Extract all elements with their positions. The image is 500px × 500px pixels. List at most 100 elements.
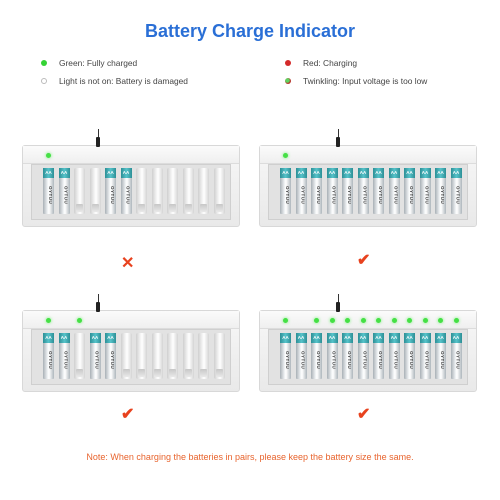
- battery-size-label: AA: [373, 333, 384, 343]
- cross-icon: ✕: [121, 255, 135, 272]
- battery: AA OYTUU: [450, 333, 462, 379]
- green-led-icon: [345, 318, 350, 323]
- page-title: Battery Charge Indicator: [144, 21, 356, 41]
- green-led-icon: [391, 318, 397, 323]
- empty-slot: [136, 168, 147, 214]
- battery: AA OYTUU: [419, 168, 431, 214]
- empty-slot: [182, 333, 194, 379]
- green-led-icon: [407, 318, 412, 323]
- battery-size-label: AA: [280, 168, 291, 178]
- battery: AA OYTUU: [280, 168, 291, 214]
- battery-size-label: AA: [120, 168, 132, 178]
- checkmark-icon: ✔: [357, 406, 371, 423]
- green-led-icon: [46, 153, 51, 158]
- battery-size-label: AA: [342, 333, 353, 343]
- charger-top-panel: [260, 311, 476, 329]
- battery-size-label: AA: [58, 333, 70, 343]
- empty-slot: [198, 333, 209, 379]
- battery-brand-label: OYTUU: [455, 350, 461, 370]
- green-dot-icon: [41, 60, 47, 66]
- battery-brand-label: OYTUU: [424, 185, 430, 205]
- empty-slot: [198, 168, 209, 214]
- battery-size-label: AA: [388, 333, 400, 343]
- battery-brand-label: OYTUU: [48, 350, 53, 370]
- battery: AA OYTUU: [43, 333, 54, 379]
- battery-size-label: AA: [435, 168, 446, 178]
- battery-brand-label: OYTUU: [110, 185, 115, 205]
- battery-brand-label: OYTUU: [300, 185, 306, 205]
- cable-wire: [337, 129, 339, 137]
- empty-slot: [213, 333, 225, 379]
- battery: AA OYTUU: [58, 333, 70, 379]
- legend-label: Light is not on: Battery is damaged: [59, 76, 188, 86]
- battery: AA OYTUU: [89, 333, 101, 379]
- green-led-icon: [283, 153, 288, 158]
- legend-item-twinkling: Twinkling: Input voltage is too low: [285, 76, 427, 86]
- charger-top-panel: [260, 146, 476, 164]
- battery-size-label: AA: [311, 333, 322, 343]
- empty-slot: [213, 168, 225, 214]
- green-led-icon: [77, 318, 82, 323]
- battery-size-label: AA: [450, 168, 462, 178]
- empty-slot: [120, 333, 132, 379]
- battery-size-label: AA: [419, 168, 431, 178]
- battery: AA OYTUU: [342, 333, 353, 379]
- empty-slot: [74, 333, 85, 379]
- battery-size-label: AA: [89, 333, 101, 343]
- empty-slot: [151, 333, 163, 379]
- battery-size-label: AA: [295, 333, 307, 343]
- battery: AA OYTUU: [404, 333, 415, 379]
- battery-size-label: AA: [43, 333, 54, 343]
- green-led-icon: [360, 318, 366, 323]
- checkmark-icon: ✔: [121, 406, 135, 423]
- battery-brand-label: OYTUU: [409, 185, 414, 205]
- battery-brand-label: OYTUU: [285, 185, 290, 205]
- battery-size-label: AA: [388, 168, 400, 178]
- legend-item-off: Light is not on: Battery is damaged: [41, 76, 188, 86]
- legend-label: Twinkling: Input voltage is too low: [303, 76, 428, 86]
- battery-size-label: AA: [326, 333, 338, 343]
- battery-size-label: AA: [326, 168, 338, 178]
- empty-slot: [167, 333, 178, 379]
- battery-brand-label: OYTUU: [347, 350, 352, 370]
- battery-size-label: AA: [58, 168, 70, 178]
- cable-wire: [97, 294, 99, 302]
- battery-brand-label: OYTUU: [409, 350, 414, 370]
- battery-size-label: AA: [105, 168, 116, 178]
- usb-cable-icon: [336, 302, 340, 312]
- empty-slot: [74, 168, 85, 214]
- cable-wire: [337, 294, 339, 302]
- empty-slot: [89, 168, 101, 214]
- battery-brand-label: OYTUU: [63, 350, 69, 370]
- legend-label: Red: Charging: [303, 58, 358, 68]
- empty-slot: [182, 168, 194, 214]
- battery-size-label: AA: [435, 333, 446, 343]
- cable-wire: [97, 129, 99, 137]
- battery-size-label: AA: [280, 333, 291, 343]
- battery-brand-label: OYTUU: [110, 350, 115, 370]
- legend-label: Green: Fully charged: [59, 58, 138, 68]
- battery-size-label: AA: [450, 333, 462, 343]
- battery-brand-label: OYTUU: [94, 350, 100, 370]
- battery-size-label: AA: [404, 333, 415, 343]
- usb-cable-icon: [96, 302, 100, 312]
- usb-cable-icon: [96, 137, 100, 147]
- empty-slot: [167, 168, 178, 214]
